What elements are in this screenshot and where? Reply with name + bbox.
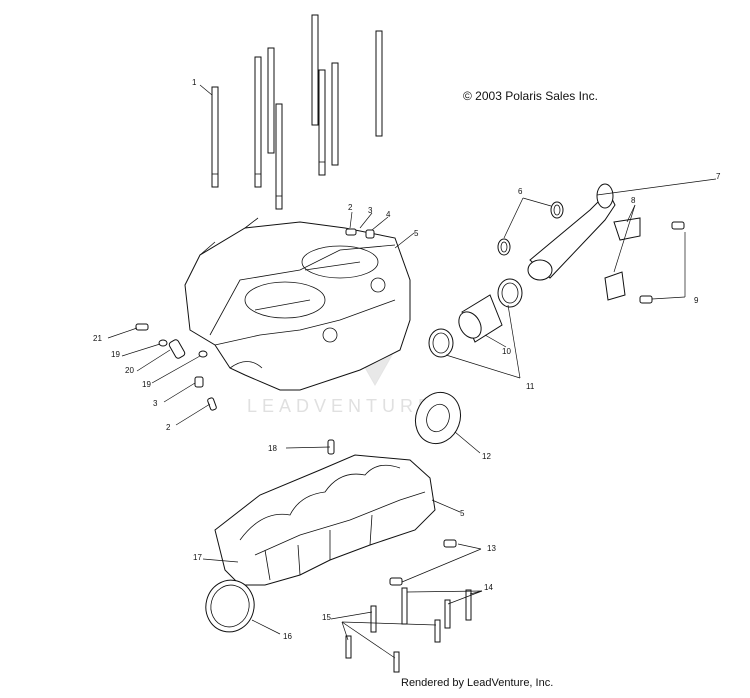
- callout-2-lower: 2: [166, 423, 171, 432]
- bracket-bolts: [639, 221, 685, 304]
- callout-16: 16: [283, 632, 292, 641]
- rendered-by-footer: Rendered by LeadVenture, Inc.: [401, 677, 554, 689]
- callout-6: 6: [518, 187, 523, 196]
- callout-8: 8: [631, 196, 636, 205]
- callout-19-upper: 19: [111, 350, 120, 359]
- callout-13: 13: [487, 544, 496, 553]
- callout-9: 9: [694, 296, 699, 305]
- callout-17: 17: [193, 553, 202, 562]
- callout-15: 15: [322, 613, 331, 622]
- copyright-text: © 2003 Polaris Sales Inc.: [463, 89, 598, 103]
- callout-numbers: 1 2 3 4 5 6 7 8 9 10 11 12 13 14 15 16 1…: [93, 78, 721, 641]
- callout-21: 21: [93, 334, 102, 343]
- callout-5-lower: 5: [460, 509, 465, 518]
- callout-3-lower: 3: [153, 399, 158, 408]
- callout-11: 11: [526, 382, 535, 391]
- callout-3-upper: 3: [368, 206, 373, 215]
- callout-19-lower: 19: [142, 380, 151, 389]
- callout-18: 18: [268, 444, 277, 453]
- callout-7: 7: [716, 172, 721, 181]
- callout-12: 12: [482, 452, 491, 461]
- coupler-hose: [458, 294, 503, 343]
- crankcase-hardware-left: [135, 228, 375, 411]
- o-rings: [497, 201, 564, 256]
- callout-4: 4: [386, 210, 391, 219]
- callout-5-upper: 5: [414, 229, 419, 238]
- exhaust-elbow: [527, 183, 616, 281]
- crank-seal: [414, 391, 462, 445]
- callout-20: 20: [125, 366, 134, 375]
- callout-10: 10: [502, 347, 511, 356]
- upper-crankcase: [184, 217, 411, 391]
- brackets: [604, 217, 641, 301]
- watermark-text: LEADVENTURE: [247, 396, 435, 416]
- lower-crankcase: [214, 439, 436, 586]
- leader-lines: [107, 84, 717, 659]
- callout-14: 14: [484, 583, 493, 592]
- callout-1: 1: [192, 78, 197, 87]
- large-o-ring: [205, 579, 255, 633]
- plugs: [389, 539, 457, 586]
- hose-clamps: [428, 278, 523, 358]
- cylinder-studs: [211, 14, 383, 210]
- crankcase-bolts: [345, 587, 472, 673]
- callout-2-upper: 2: [348, 203, 353, 212]
